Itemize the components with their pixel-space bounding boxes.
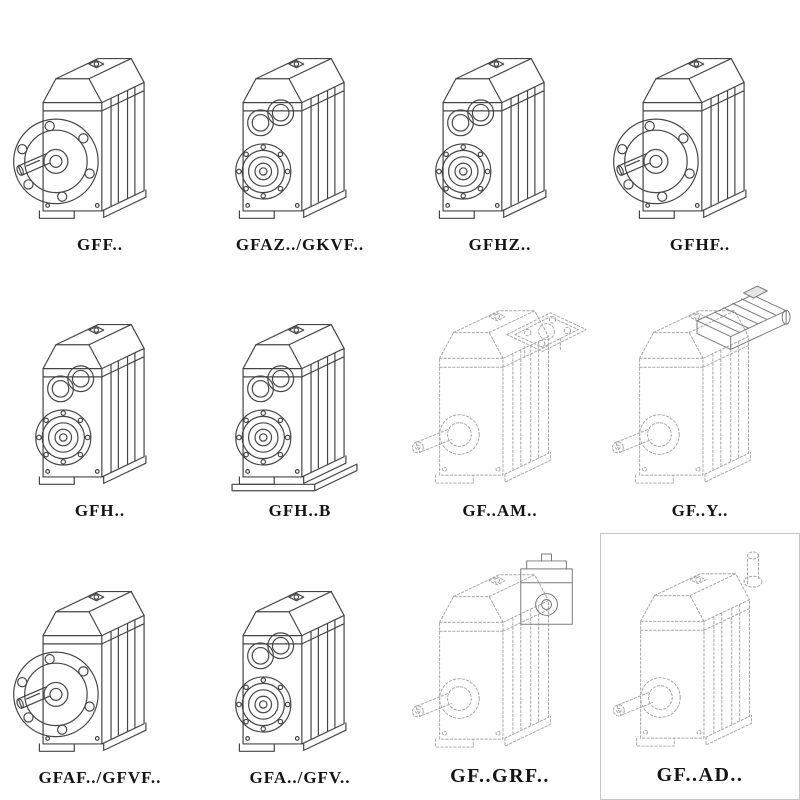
motor-adapter-flange [506, 312, 587, 360]
electric-motor [696, 285, 791, 351]
model-label: GFHF.. [669, 234, 731, 254]
gearbox-figure-flange-shaft [13, 57, 147, 219]
catalog-cell-gfh: GFH.. [0, 267, 200, 534]
gearbox-figure-motor [611, 285, 791, 484]
model-label: GFAF../GFVF.. [38, 767, 162, 787]
bearing-bores [235, 365, 295, 466]
housing-outline [638, 57, 747, 219]
bearing-bores [35, 365, 95, 466]
input-shaft [611, 414, 680, 456]
bearing-bores [235, 632, 295, 733]
housing-outline [38, 324, 147, 486]
catalog-cell-gfa-gfv: GFA../GFV.. [200, 533, 400, 800]
input-shaft [612, 677, 681, 718]
output-flange [13, 651, 99, 738]
housing-outline [636, 573, 752, 747]
gearbox-figure-gear-attachment [411, 553, 573, 748]
catalog-cell-gff: GFF.. [0, 0, 200, 267]
catalog-cell-gfhf: GFHF.. [600, 0, 800, 267]
housing-outline [238, 57, 347, 219]
gearbox-figure-bores-base [231, 324, 358, 492]
gearbox-figure-bores [235, 590, 347, 752]
housing-outline [38, 590, 147, 752]
catalog-cell-gfh-b: GFH..B [200, 267, 400, 534]
bearing-bores [435, 98, 495, 200]
gearbox-figure-adapter-flange [411, 310, 587, 484]
catalog-cell-gf-ad: GF..AD.. [600, 533, 800, 800]
catalog-cell-gf-y: GF..Y.. [600, 267, 800, 534]
housing-outline [635, 310, 751, 484]
model-label: GFH.. [74, 501, 126, 521]
top-input-shaft [743, 551, 763, 588]
model-label: GF..Y.. [671, 501, 729, 521]
gearbox-figure-top-shaft [612, 551, 763, 747]
gearbox-figure-flange-shaft [13, 590, 147, 752]
model-label: GFAZ../GKVF.. [235, 234, 365, 254]
gearbox-figure-flange [613, 57, 747, 219]
bearing-bores [235, 98, 295, 200]
gearbox-figure-bores [435, 57, 547, 219]
catalog-cell-gfaf-gfvf: GFAF../GFVF.. [0, 533, 200, 800]
housing-outline [435, 574, 551, 748]
catalog-cell-gfhz: GFHZ.. [400, 0, 600, 267]
housing-outline [38, 57, 147, 219]
model-label: GF..GRF.. [450, 764, 550, 787]
model-label: GFH..B [268, 501, 332, 521]
catalog-cell-gf-grf: GF..GRF.. [400, 533, 600, 800]
model-label: GFF.. [77, 234, 123, 254]
gear-attachment-unit [520, 553, 573, 625]
catalog-cell-gfaz-gkvf: GFAZ../GKVF.. [200, 0, 400, 267]
gearbox-figure-bores [235, 57, 347, 219]
housing-outline [238, 324, 347, 486]
model-label: GFA../GFV.. [249, 767, 351, 787]
output-flange [13, 118, 99, 204]
model-label: GF..AD.. [656, 763, 744, 786]
gearbox-figure-bores [35, 324, 147, 486]
housing-outline [435, 310, 551, 484]
housing-outline [438, 57, 547, 219]
output-flange [613, 118, 699, 204]
input-shaft [411, 414, 480, 456]
input-shaft [411, 678, 480, 719]
catalog-cell-gf-am: GF..AM.. [400, 267, 600, 534]
model-label: GF..AM.. [462, 501, 538, 521]
housing-outline [238, 590, 347, 752]
model-label: GFHZ.. [468, 234, 532, 254]
